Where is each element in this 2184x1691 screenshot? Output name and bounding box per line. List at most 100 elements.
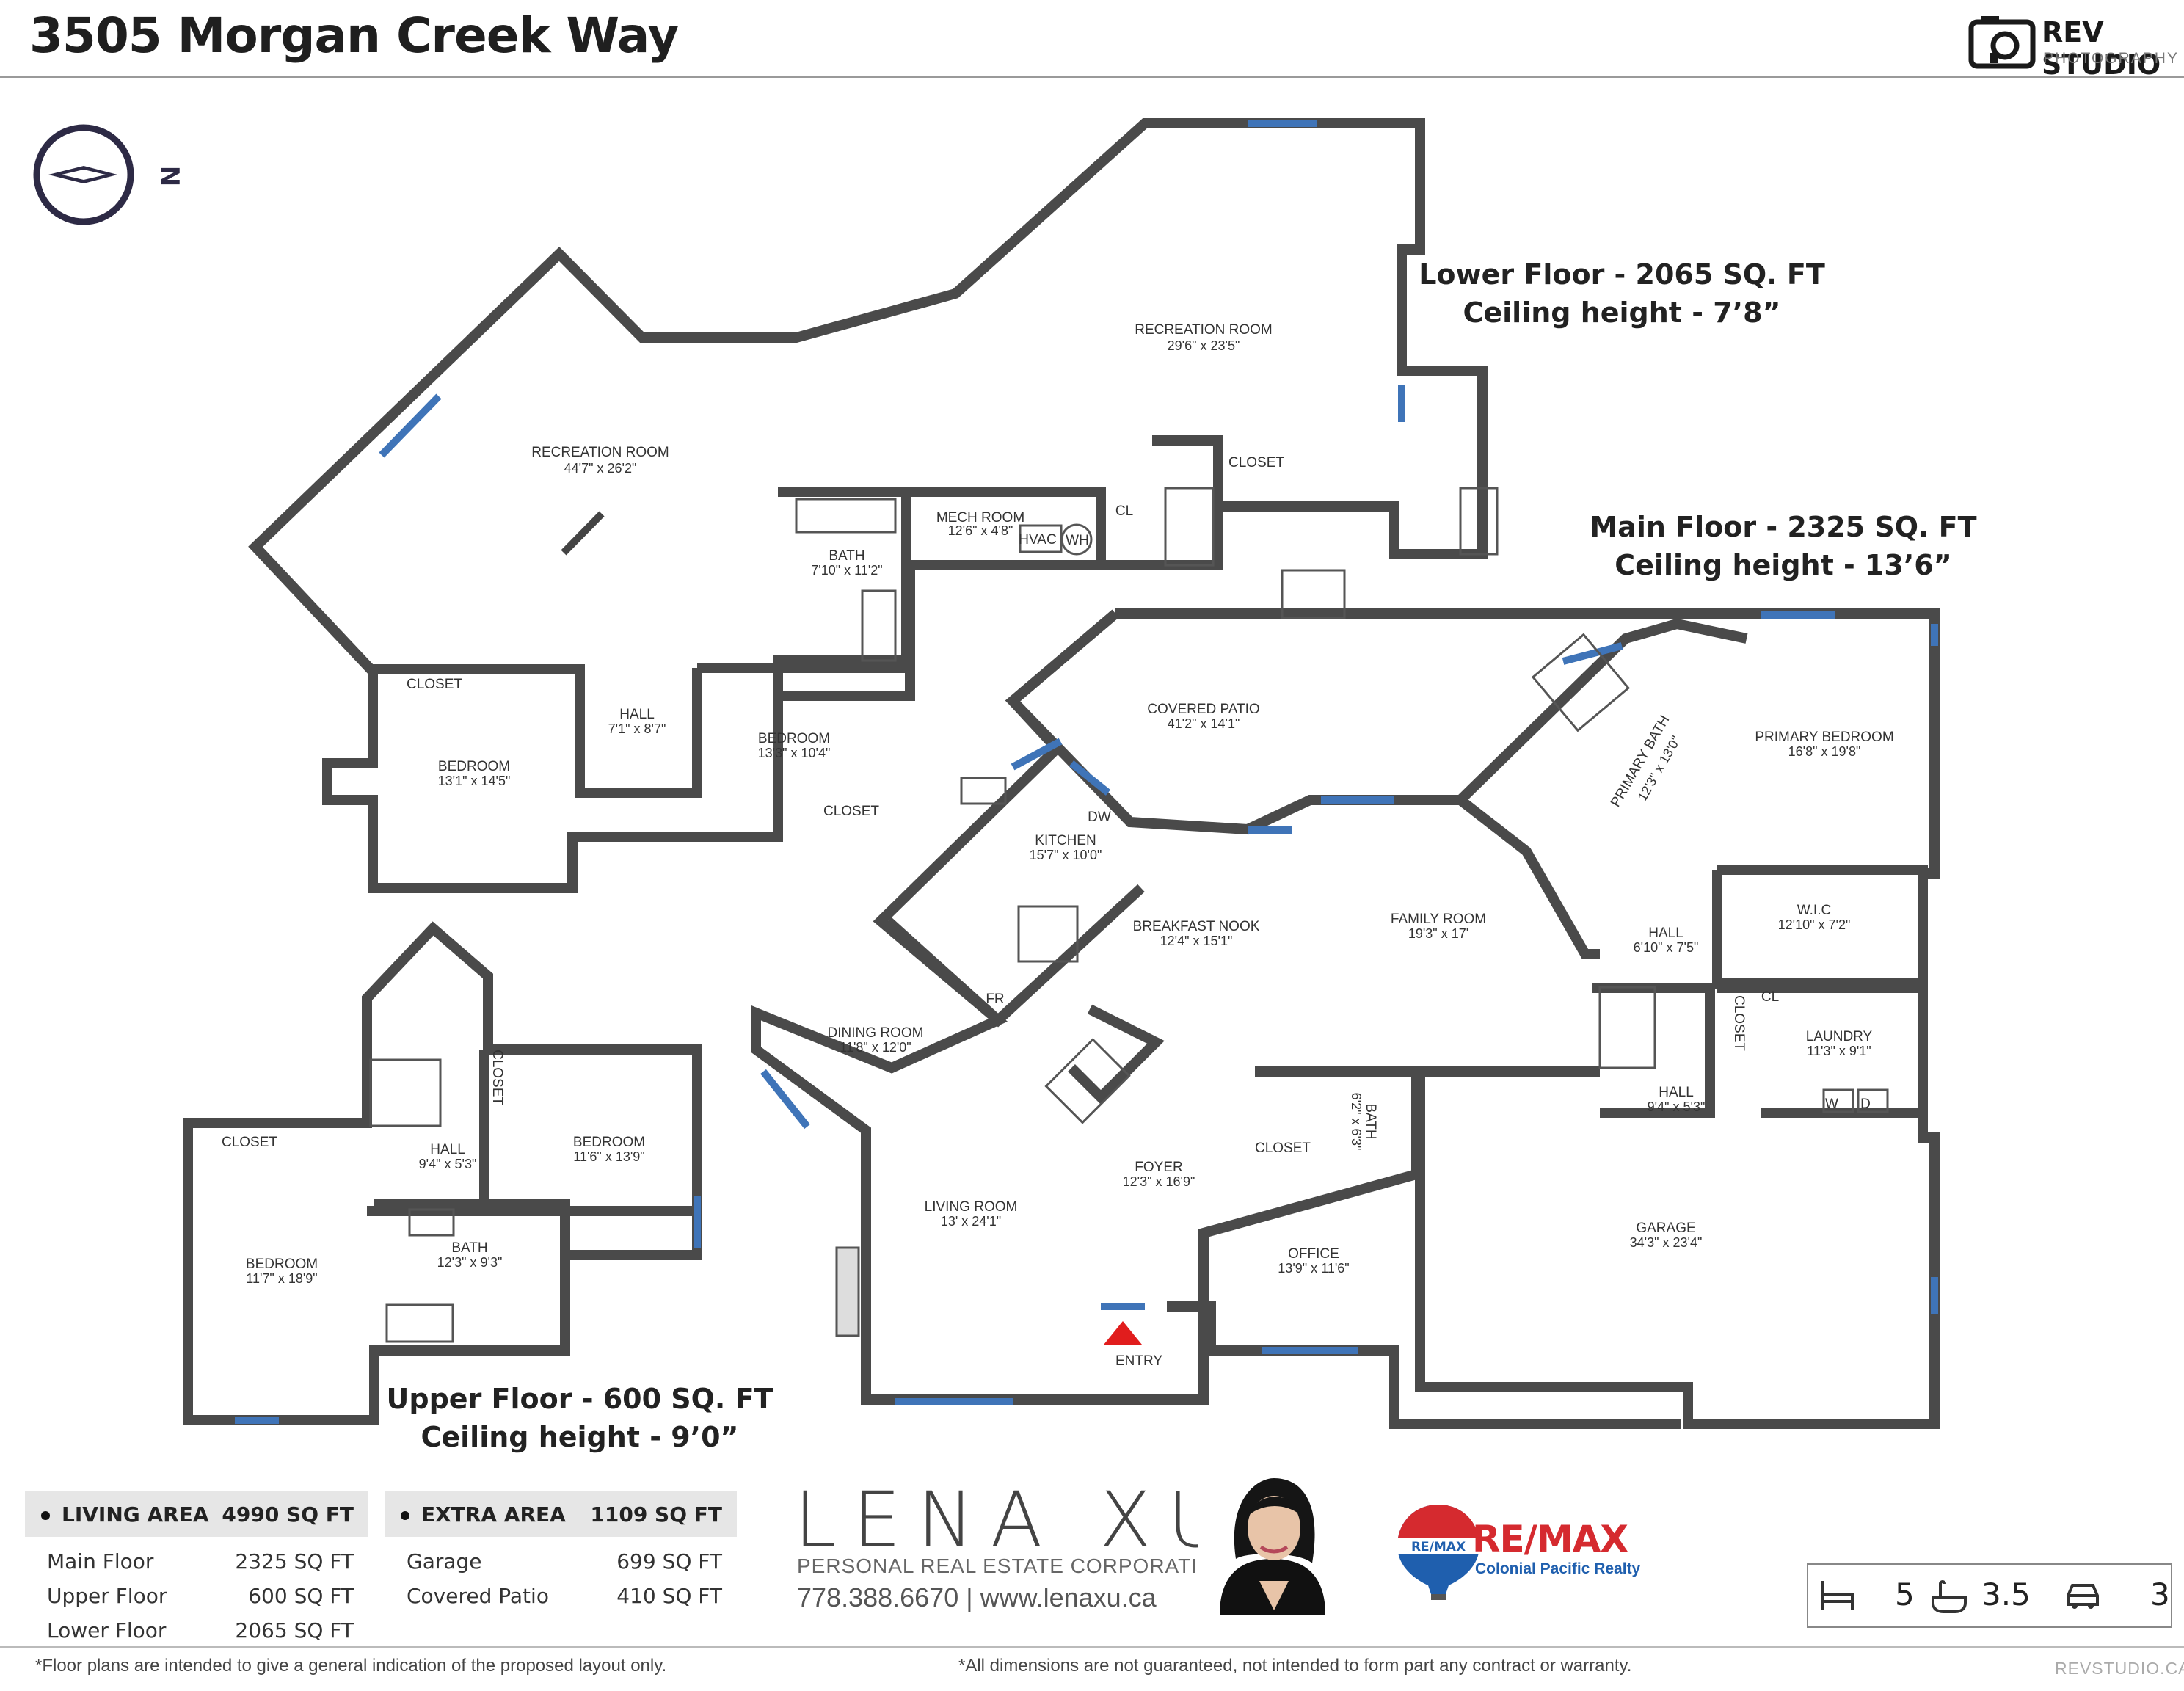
extra-area-title: EXTRA AREA xyxy=(421,1502,566,1527)
living-area-title: LIVING AREA xyxy=(62,1502,209,1527)
agent-corporation: PERSONAL REAL ESTATE CORPORATION xyxy=(797,1554,1231,1577)
dim-bath-lower: 7'10" x 11'2" xyxy=(811,563,882,578)
agent-contact: 778.388.6670 | www.lenaxu.ca xyxy=(797,1582,1157,1612)
upper-floor-area: Upper Floor - 600 SQ. FT xyxy=(386,1383,774,1415)
label-cl-main: CL xyxy=(1761,989,1779,1005)
label-fr: FR xyxy=(986,992,1004,1007)
label-living: LIVING ROOM xyxy=(925,1199,1018,1215)
dim-primary-bed: 16'8" x 19'8" xyxy=(1788,744,1861,759)
disclaimer-dimensions: *All dimensions are not guaranteed, not … xyxy=(958,1656,1632,1676)
remax-balloon-text: RE/MAX xyxy=(1411,1540,1466,1554)
garage-count: 3 xyxy=(2150,1577,2170,1612)
compass-icon xyxy=(33,124,134,225)
footer-divider xyxy=(0,1646,2184,1648)
upper-wall-bath xyxy=(374,1199,570,1350)
label-kitchen: KITCHEN xyxy=(1035,833,1096,848)
agent-photo xyxy=(1198,1471,1347,1615)
label-w: W xyxy=(1825,1097,1838,1112)
label-bath-main: BATH xyxy=(1363,1103,1378,1139)
dim-rec2: 44'7" x 26'2" xyxy=(564,461,637,476)
main-wall-office xyxy=(1198,1066,1422,1306)
label-bedroom-lower-b: BEDROOM xyxy=(758,731,830,746)
label-closet-lower-b: CLOSET xyxy=(407,677,462,692)
label-cl-lower: CL xyxy=(1115,503,1133,519)
dim-hall-main-a: 6'10" x 7'5" xyxy=(1634,940,1699,955)
label-rec2: RECREATION ROOM xyxy=(531,445,669,460)
dim-office: 13'9" x 11'6" xyxy=(1278,1261,1349,1276)
label-closet-lower-a: CLOSET xyxy=(1228,455,1284,470)
label-garage: GARAGE xyxy=(1636,1221,1695,1236)
label-hall-main-b: HALL xyxy=(1659,1085,1694,1100)
dim-hall-main-b: 9'4" x 5'3" xyxy=(1648,1099,1706,1114)
label-foyer: FOYER xyxy=(1135,1160,1182,1175)
disclaimer-layout: *Floor plans are intended to give a gene… xyxy=(35,1656,667,1676)
label-closet-main-a: CLOSET xyxy=(1731,995,1747,1051)
main-floor-caption: Main Floor - 2325 SQ. FT Ceiling height … xyxy=(1578,508,1989,584)
remax-wordmark: RE/MAX xyxy=(1472,1518,1628,1560)
main-wall-foyer xyxy=(1068,1004,1165,1105)
bullet-icon xyxy=(41,1510,50,1520)
camera-logo-icon xyxy=(1968,16,2036,69)
lower-wall-hall xyxy=(373,664,702,798)
dim-bedroom-up-a: 11'6" x 13'9" xyxy=(573,1149,644,1164)
main-floor-area: Main Floor - 2325 SQ. FT xyxy=(1590,511,1977,543)
living-area-header: LIVING AREA 4990 SQ FT xyxy=(25,1491,368,1537)
studio-subtitle: PHOTOGRAPHY xyxy=(2043,50,2179,67)
header-divider xyxy=(0,76,2184,78)
label-wic: W.I.C xyxy=(1797,903,1831,918)
dim-laundry: 11'3" x 9'1" xyxy=(1807,1044,1871,1058)
label-entry: ENTRY xyxy=(1115,1353,1162,1369)
bathtub-icon xyxy=(1932,1580,1967,1613)
fixtures xyxy=(369,487,1889,1343)
dim-living: 13' x 24'1" xyxy=(941,1214,1001,1229)
label-hall-main-a: HALL xyxy=(1648,925,1684,941)
upper-floor-outline xyxy=(183,921,702,1425)
lower-floor-caption: Lower Floor - 2065 SQ. FT Ceiling height… xyxy=(1416,255,1827,332)
dim-bedroom-lower-a: 13'1" x 14'5" xyxy=(438,774,511,788)
dim-mech: 12'6" x 4'8" xyxy=(948,523,1013,538)
label-hall-up: HALL xyxy=(430,1142,465,1157)
label-laundry: LAUNDRY xyxy=(1806,1029,1873,1044)
dim-foyer: 12'3" x 16'9" xyxy=(1123,1174,1195,1189)
lower-floor-area: Lower Floor - 2065 SQ. FT xyxy=(1419,258,1825,291)
dim-bedroom-up-b: 11'7" x 18'9" xyxy=(246,1271,317,1286)
label-breakfast: BREAKFAST NOOK xyxy=(1133,919,1260,934)
label-closet-up-b: CLOSET xyxy=(489,1050,505,1105)
label-closet-up-a: CLOSET xyxy=(222,1135,277,1150)
label-mech: MECH ROOM xyxy=(936,510,1024,526)
dim-bath-main: 6'2" x 6'3" xyxy=(1349,1093,1364,1151)
main-floor-ceiling: Ceiling height - 13’6” xyxy=(1615,549,1952,581)
dim-bath-up: 12'3" x 9'3" xyxy=(437,1255,503,1270)
bed-icon xyxy=(1821,1581,1854,1610)
remax-office: Colonial Pacific Realty xyxy=(1475,1560,1641,1577)
windows xyxy=(235,120,1938,1424)
dim-bedroom-lower-b: 13'3" x 10'4" xyxy=(758,746,831,760)
upper-floor-caption: Upper Floor - 600 SQ. FT Ceiling height … xyxy=(374,1380,785,1456)
floor-plan: N xyxy=(33,118,1940,1429)
studio-name: REV STUDIO xyxy=(2042,16,2161,81)
label-closet-lower-c: CLOSET xyxy=(823,804,879,819)
living-area-total: 4990 SQ FT xyxy=(222,1502,354,1527)
dim-garage: 34'3" x 23'4" xyxy=(1630,1235,1703,1250)
dim-covered-patio: 41'2" x 14'1" xyxy=(1168,716,1240,731)
main-wall-patio xyxy=(1005,609,1600,959)
label-closet-main-b: CLOSET xyxy=(1255,1141,1311,1156)
dim-hall-up: 9'4" x 5'3" xyxy=(419,1157,477,1171)
label-rec1: RECREATION ROOM xyxy=(1135,322,1273,338)
lower-wall-mech xyxy=(906,487,1106,565)
label-family: FAMILY ROOM xyxy=(1391,912,1486,927)
main-wall-primary xyxy=(1457,618,1748,804)
dim-hall-lower: 7'1" x 8'7" xyxy=(608,721,666,736)
dim-dining: 11'8" x 12'0" xyxy=(840,1040,911,1055)
label-office: OFFICE xyxy=(1288,1246,1339,1262)
dim-rec1: 29'6" x 23'5" xyxy=(1168,338,1240,353)
label-bedroom-up-a: BEDROOM xyxy=(573,1135,645,1150)
car-icon xyxy=(2067,1584,2099,1609)
upper-floor-ceiling: Ceiling height - 9’0” xyxy=(421,1421,739,1453)
